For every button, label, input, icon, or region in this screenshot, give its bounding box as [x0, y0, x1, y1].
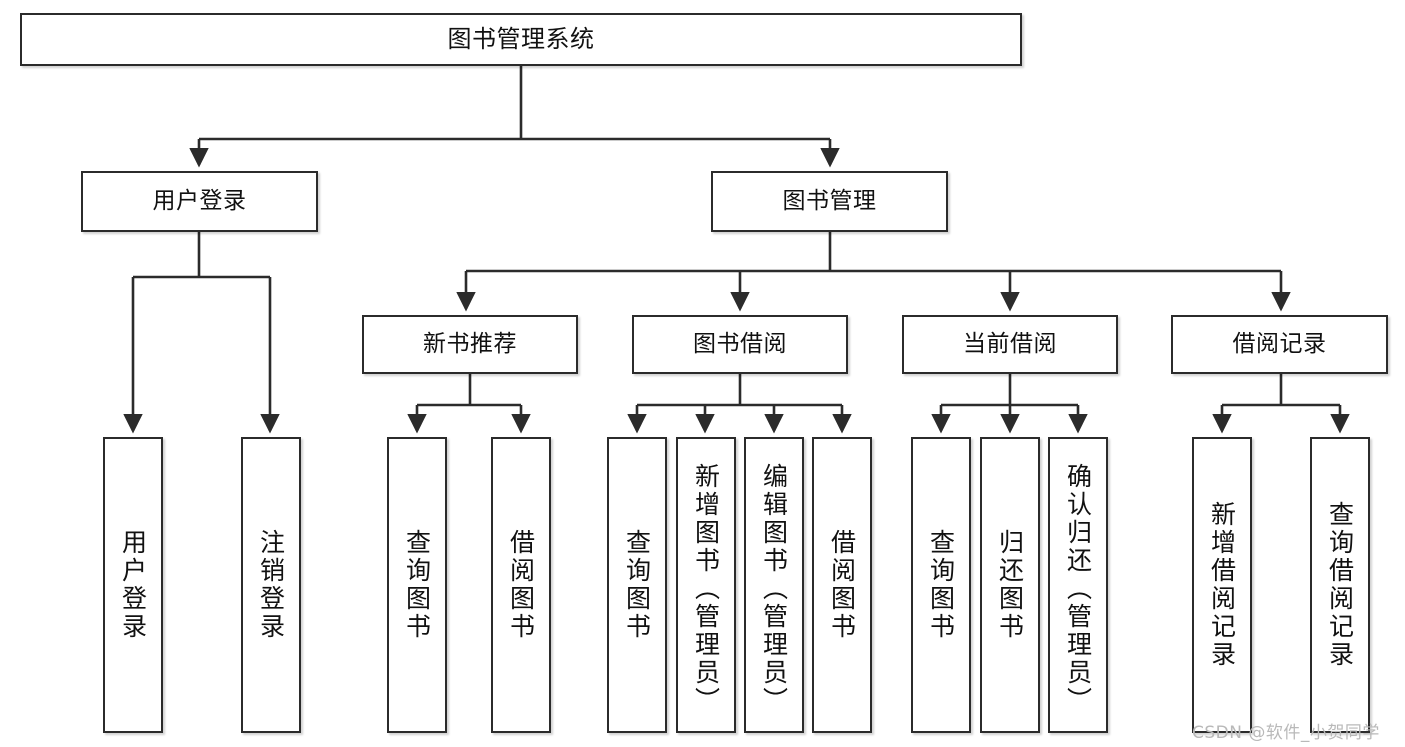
node-leaf-newbook-query-label: 查询图书	[402, 529, 432, 641]
node-book-manage-label: 图书管理	[782, 188, 877, 215]
node-leaf-borrow-edit[interactable]: 编辑图书（管理员）	[744, 437, 804, 733]
node-book-borrow-label: 图书借阅	[693, 331, 787, 358]
node-root[interactable]: 图书管理系统	[20, 13, 1022, 66]
node-borrow-record-label: 借阅记录	[1232, 331, 1327, 358]
node-root-label: 图书管理系统	[447, 24, 595, 53]
node-user-login-label: 用户登录	[152, 188, 247, 215]
node-leaf-current-return[interactable]: 归还图书	[980, 437, 1040, 733]
node-leaf-current-confirm-label: 确认归还（管理员）	[1063, 463, 1093, 715]
node-leaf-record-query-label: 查询借阅记录	[1325, 501, 1355, 669]
node-leaf-current-confirm[interactable]: 确认归还（管理员）	[1048, 437, 1108, 733]
node-book-borrow[interactable]: 图书借阅	[632, 315, 848, 374]
node-leaf-current-return-label: 归还图书	[995, 529, 1025, 641]
node-leaf-record-add-label: 新增借阅记录	[1207, 501, 1237, 669]
node-new-book-recommend-label: 新书推荐	[423, 331, 517, 358]
node-current-borrow-label: 当前借阅	[963, 331, 1057, 358]
node-leaf-record-add[interactable]: 新增借阅记录	[1192, 437, 1252, 733]
node-leaf-newbook-borrow[interactable]: 借阅图书	[491, 437, 551, 733]
node-leaf-borrow-borrow[interactable]: 借阅图书	[812, 437, 872, 733]
node-leaf-logout[interactable]: 注销登录	[241, 437, 301, 733]
node-leaf-newbook-query[interactable]: 查询图书	[387, 437, 447, 733]
node-new-book-recommend[interactable]: 新书推荐	[362, 315, 578, 374]
node-user-login[interactable]: 用户登录	[81, 171, 318, 232]
node-borrow-record[interactable]: 借阅记录	[1171, 315, 1388, 374]
node-leaf-newbook-borrow-label: 借阅图书	[506, 529, 536, 641]
node-leaf-logout-label: 注销登录	[256, 529, 286, 641]
node-leaf-borrow-edit-label: 编辑图书（管理员）	[759, 463, 789, 715]
node-leaf-user-login-label: 用户登录	[118, 529, 148, 641]
node-leaf-borrow-borrow-label: 借阅图书	[827, 529, 857, 641]
node-leaf-borrow-query-label: 查询图书	[622, 529, 652, 641]
node-leaf-current-query-label: 查询图书	[926, 529, 956, 641]
node-leaf-borrow-query[interactable]: 查询图书	[607, 437, 667, 733]
node-current-borrow[interactable]: 当前借阅	[902, 315, 1118, 374]
node-leaf-user-login[interactable]: 用户登录	[103, 437, 163, 733]
node-book-manage[interactable]: 图书管理	[711, 171, 948, 232]
node-leaf-current-query[interactable]: 查询图书	[911, 437, 971, 733]
node-leaf-record-query[interactable]: 查询借阅记录	[1310, 437, 1370, 733]
node-leaf-borrow-add[interactable]: 新增图书（管理员）	[676, 437, 736, 733]
node-leaf-borrow-add-label: 新增图书（管理员）	[691, 463, 721, 715]
